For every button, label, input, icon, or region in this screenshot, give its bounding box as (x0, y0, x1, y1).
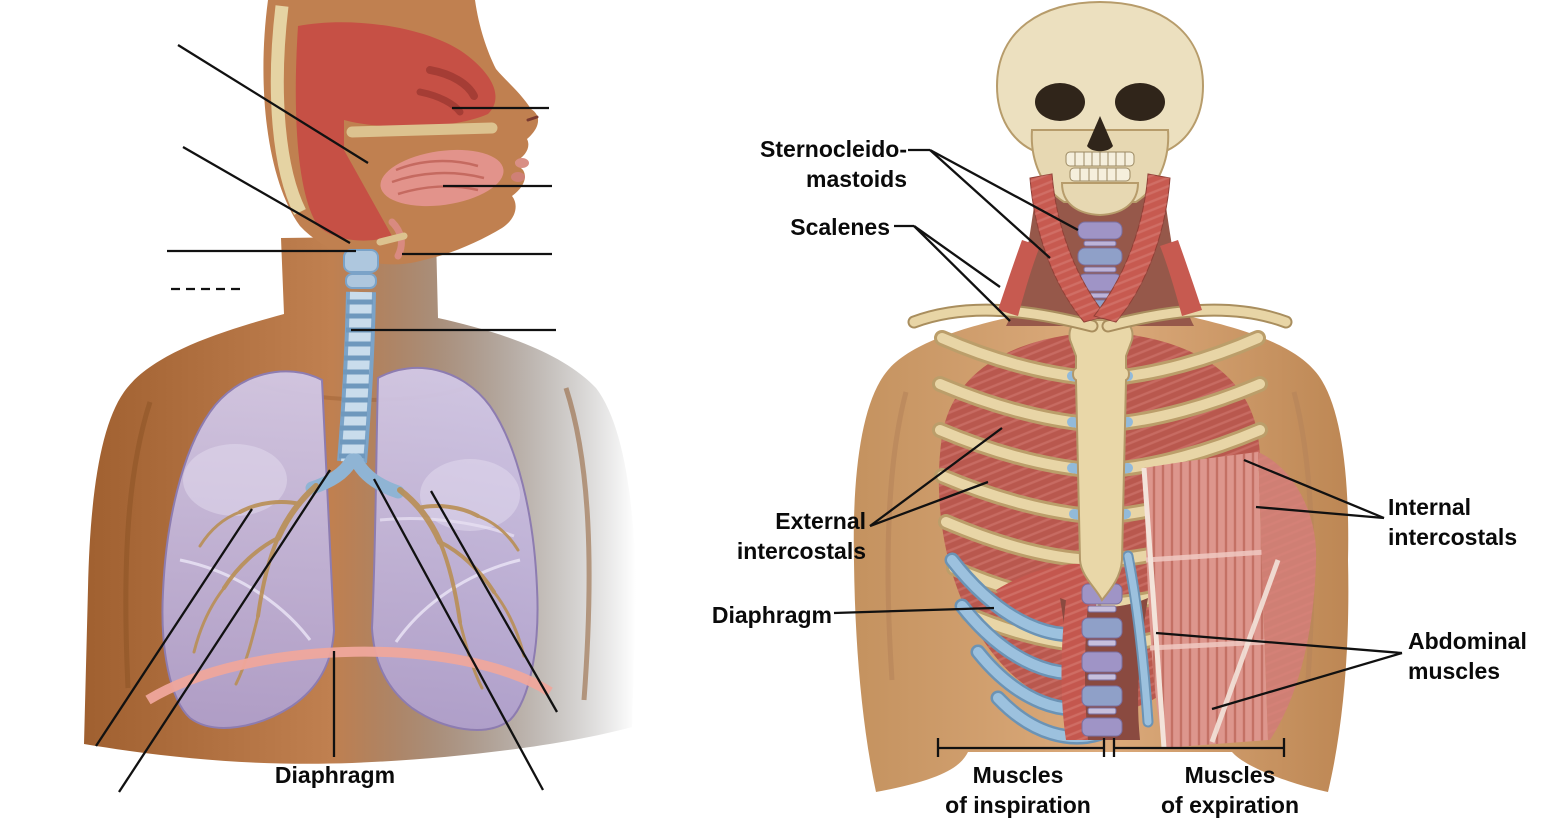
scalene-muscles (998, 240, 1202, 316)
medial-cartilage-strip-highlight (1124, 552, 1152, 726)
lower-teeth (1069, 167, 1131, 182)
right-figure-illustration (833, 0, 1403, 792)
leader-line (869, 427, 1003, 527)
sternocleidomastoid-muscles (1029, 173, 1171, 323)
hard-palate (346, 122, 498, 138)
label-diaphragm-right: Diaphragm (711, 602, 832, 628)
leader-line (929, 149, 1051, 259)
leader-line (177, 44, 369, 164)
left-figure-leader-lines (95, 44, 558, 793)
leader-line (1211, 651, 1403, 711)
bracket-muscles-of-inspiration (936, 738, 1106, 757)
right-figure-leader-lines (833, 148, 1403, 757)
eye-socket-left (1035, 83, 1085, 121)
label-external-intercostals: External intercostals (736, 508, 866, 564)
bracket-muscles-of-expiration (1112, 738, 1286, 757)
lumbar-vertebrae (1081, 583, 1123, 737)
leader-line (95, 508, 253, 747)
leader-line (833, 606, 995, 615)
label-muscles-of-expiration: Muscles of expiration (1160, 762, 1299, 818)
left-lung (161, 370, 336, 729)
label-scalenes: Scalenes (790, 214, 890, 240)
leader-line (1255, 505, 1385, 520)
leader-line (869, 480, 989, 528)
leader-line (1243, 458, 1385, 520)
skull (995, 0, 1205, 217)
skull-bone-band (270, 5, 306, 215)
leader-line (182, 146, 351, 244)
psoas-muscle (1061, 600, 1088, 740)
left-head-sagittal-section (263, 0, 539, 289)
label-muscles-of-inspiration: Muscles of inspiration (945, 762, 1091, 818)
leader-line (913, 225, 1011, 322)
label-diaphragm-left: Diaphragm (274, 762, 396, 788)
leader-line (929, 148, 1079, 232)
hyoid-bone (376, 232, 408, 246)
eye-socket-right (1115, 83, 1165, 121)
larynx (343, 249, 379, 273)
left-figure-illustration (84, 0, 636, 793)
bronchial-trees (192, 483, 526, 690)
label-internal-intercostals: Internal intercostals (1388, 494, 1518, 550)
abdominal-muscles (1141, 452, 1317, 749)
leader-line (430, 490, 558, 713)
nasal-aperture (1087, 116, 1113, 152)
leader-line (913, 225, 1001, 288)
leader-line (118, 469, 331, 793)
sternum (1068, 319, 1134, 602)
label-abdominal-muscles: Abdominal muscles (1408, 628, 1527, 684)
label-sternocleidomastoids: Sternocleido- mastoids (760, 136, 907, 192)
mandible (1060, 182, 1140, 217)
leader-line (372, 478, 545, 791)
leader-line (1155, 631, 1403, 655)
